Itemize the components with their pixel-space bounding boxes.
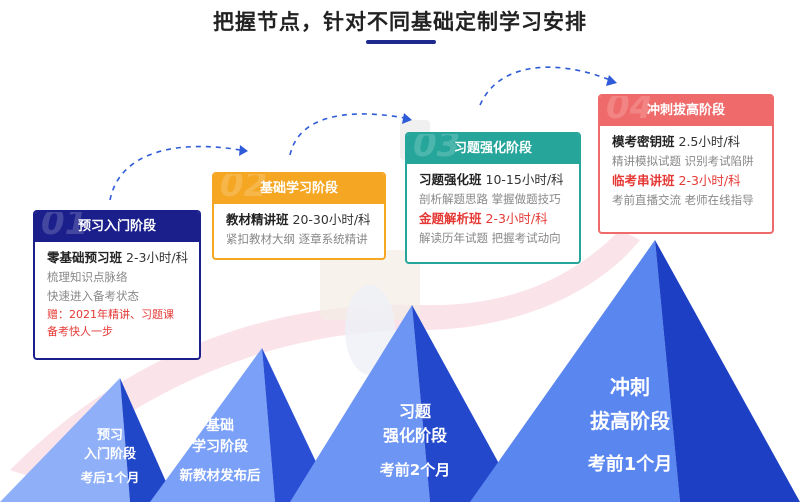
stage-card-sprint: 04 冲刺拔高阶段 模考密钥班 2.5小时/科 精讲模拟试题 识别考试陷阱 临考…	[598, 94, 774, 234]
pyramid-1-label: 预习 入门阶段 考后1个月	[70, 426, 150, 487]
card-header: 01 预习入门阶段	[35, 212, 199, 242]
arrow-head-2	[402, 113, 412, 124]
card-header: 03 习题强化阶段	[407, 134, 579, 164]
course-duration: 2-3小时/科	[126, 250, 189, 265]
pyramid-time: 考后1个月	[80, 470, 140, 485]
card-header: 04 冲刺拔高阶段	[600, 96, 772, 126]
course-name: 教材精讲班	[226, 212, 289, 227]
stage-card-preview: 01 预习入门阶段 零基础预习班 2-3小时/科 梳理知识点脉络 快速进入备考状…	[33, 210, 201, 360]
pyramid-4-right	[655, 240, 800, 502]
course-row-2: 临考串讲班 2-3小时/科	[612, 171, 762, 191]
pyramid-name-line: 基础	[206, 418, 234, 434]
page-title: 把握节点，针对不同基础定制学习安排	[213, 10, 587, 34]
course-duration: 10-15小时/科	[485, 172, 564, 187]
ghost-number: 02	[220, 172, 268, 205]
pyramid-name-line: 强化阶段	[382, 426, 447, 445]
pyramid-1-left	[0, 378, 130, 502]
title-underline	[366, 40, 436, 44]
course-row-2: 金题解析班 2-3小时/科	[419, 209, 569, 229]
course-desc: 精讲模拟试题 识别考试陷阱	[612, 154, 754, 168]
ghost-number: 04	[606, 94, 654, 127]
pyramid-time: 新教材发布后	[179, 468, 261, 484]
stage-card-exercise: 03 习题强化阶段 习题强化班 10-15小时/科 剖析解题思路 掌握做题技巧 …	[405, 132, 581, 264]
course-name: 零基础预习班	[47, 250, 123, 265]
course-duration: 20-30小时/科	[292, 212, 371, 227]
pyramid-3-label: 习题 强化阶段 考前2个月	[355, 400, 475, 482]
pyramid-time: 考前2个月	[379, 461, 451, 479]
gift-note: 赠：2021年精讲、习题课	[47, 308, 174, 321]
course-row: 零基础预习班 2-3小时/科	[47, 248, 189, 268]
dash-arrow-2	[289, 113, 406, 156]
card-header-label: 基础学习阶段	[259, 181, 338, 196]
course-desc: 梳理知识点脉络	[47, 270, 128, 284]
card-header-label: 预习入门阶段	[77, 219, 156, 234]
pyramid-time: 考前1个月	[587, 454, 673, 475]
arrow-head-1	[239, 145, 248, 156]
gift-note-2: 备考快人一步	[47, 325, 113, 338]
pyramid-4-label: 冲刺 拔高阶段 考前1个月	[560, 372, 700, 480]
pyramid-2-label: 基础 学习阶段 新教材发布后	[165, 416, 275, 487]
course-duration: 2.5小时/科	[678, 134, 741, 149]
ghost-number: 01	[41, 210, 89, 243]
course-duration-2: 2-3小时/科	[485, 211, 548, 226]
course-row: 教材精讲班 20-30小时/科	[226, 210, 374, 230]
course-desc: 剖析解题思路 掌握做题技巧	[419, 192, 561, 206]
pyramid-name-line: 冲刺	[610, 375, 650, 399]
card-header: 02 基础学习阶段	[214, 174, 384, 204]
deco-figure	[345, 285, 395, 375]
pyramid-name-line: 预习	[96, 428, 123, 443]
card-header-label: 习题强化阶段	[453, 141, 532, 156]
pyramid-name-line: 入门阶段	[83, 447, 136, 462]
course-row: 模考密钥班 2.5小时/科	[612, 132, 762, 152]
course-row: 习题强化班 10-15小时/科	[419, 170, 569, 190]
ghost-number: 03	[413, 132, 461, 165]
pyramid-4-left	[470, 240, 680, 502]
course-name: 模考密钥班	[612, 134, 675, 149]
pyramid-name-line: 拔高阶段	[590, 409, 670, 433]
stage-card-basic: 02 基础学习阶段 教材精讲班 20-30小时/科 紧扣教材大纲 逐章系统精讲	[212, 172, 386, 260]
pyramid-name-line: 学习阶段	[192, 439, 248, 455]
pyramid-1-right	[120, 378, 175, 502]
course-name-2: 临考串讲班	[612, 173, 675, 188]
pyramid-3-left	[290, 305, 430, 502]
course-duration-2: 2-3小时/科	[678, 173, 741, 188]
pyramid-name-line: 习题	[398, 402, 431, 421]
arrow-head-3	[606, 75, 617, 86]
course-desc-2: 考前直播交流 老师在线指导	[612, 193, 754, 207]
dash-arrow-1	[109, 145, 241, 201]
course-desc-2: 解读历年试题 把握考试动向	[419, 231, 561, 245]
pyramid-2-left	[150, 348, 275, 502]
card-header-label: 冲刺拔高阶段	[646, 103, 725, 118]
course-name-2: 金题解析班	[419, 211, 482, 226]
course-name: 习题强化班	[419, 172, 482, 187]
course-desc: 紧扣教材大纲 逐章系统精讲	[226, 232, 368, 246]
course-desc: 快速进入备考状态	[47, 289, 139, 303]
pyramid-3-right	[412, 305, 520, 502]
dash-arrow-3	[479, 66, 611, 106]
